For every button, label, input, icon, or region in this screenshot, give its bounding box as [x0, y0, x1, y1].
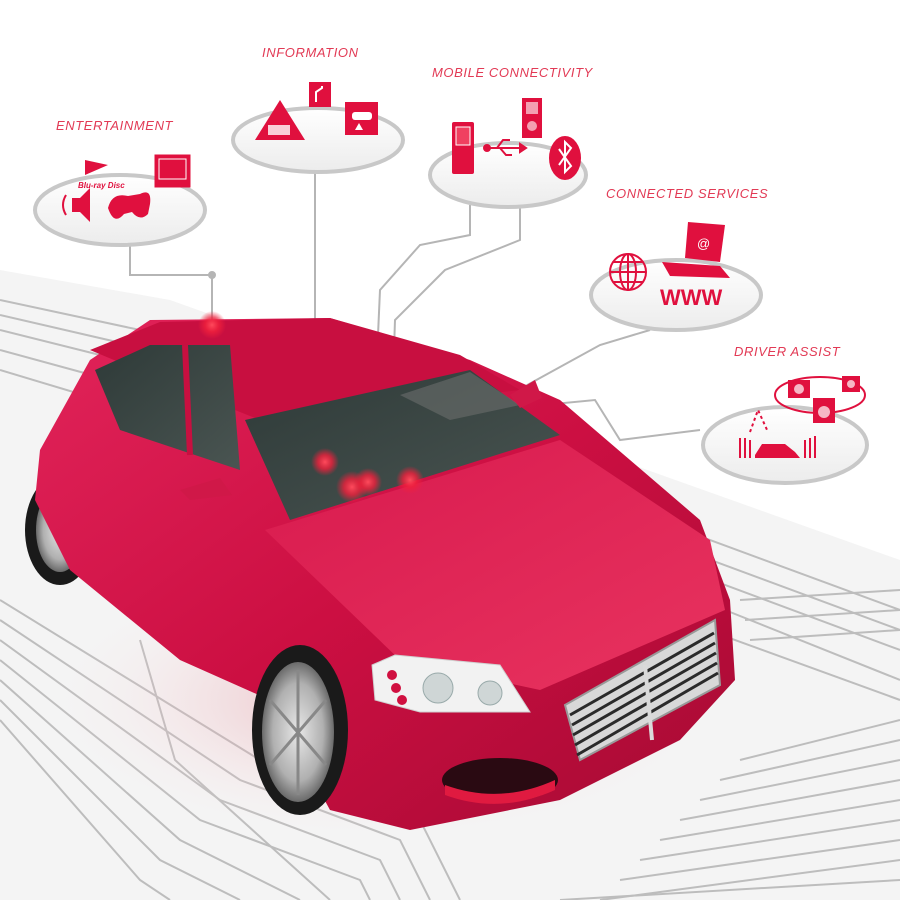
svg-text:@: @ — [697, 236, 710, 251]
laptop-email-icon: @ — [662, 222, 730, 278]
label-information: INFORMATION — [262, 45, 359, 60]
camera-icon — [813, 398, 835, 423]
mobile-connectivity-platform — [428, 98, 588, 209]
breakdown-service-sign-icon — [345, 102, 378, 135]
red-sports-car — [25, 311, 735, 830]
car-with-parking-sensors-icon — [739, 407, 816, 458]
road-direction-sign-icon — [309, 82, 331, 107]
bluetooth-icon — [549, 136, 581, 180]
speaker-icon — [62, 188, 90, 222]
game-controller-icon — [108, 192, 151, 219]
mp3-player-icon — [522, 98, 542, 138]
svg-text:Blu-ray Disc: Blu-ray Disc — [78, 181, 125, 190]
mobile-phone-icon — [452, 122, 474, 174]
blu-ray-disc-icon: Blu-ray Disc — [78, 160, 125, 190]
traffic-jam-warning-sign-icon — [255, 100, 305, 140]
label-entertainment: ENTERTAINMENT — [56, 118, 174, 133]
label-connected-services: CONNECTED SERVICES — [606, 186, 769, 201]
information-platform — [231, 82, 405, 174]
entertainment-platform: Blu-ray Disc — [33, 154, 207, 247]
radar-sensor-icon — [788, 376, 860, 398]
connected-services-platform: @ WWW — [589, 222, 763, 332]
label-driver-assist: DRIVER ASSIST — [734, 344, 841, 359]
driver-assist-platform — [701, 376, 869, 485]
www-icon: WWW — [660, 285, 723, 310]
usb-icon — [483, 139, 528, 156]
globe-icon — [609, 253, 647, 291]
tv-monitor-icon — [154, 154, 191, 188]
label-mobile-connectivity: MOBILE CONNECTIVITY — [432, 65, 593, 80]
